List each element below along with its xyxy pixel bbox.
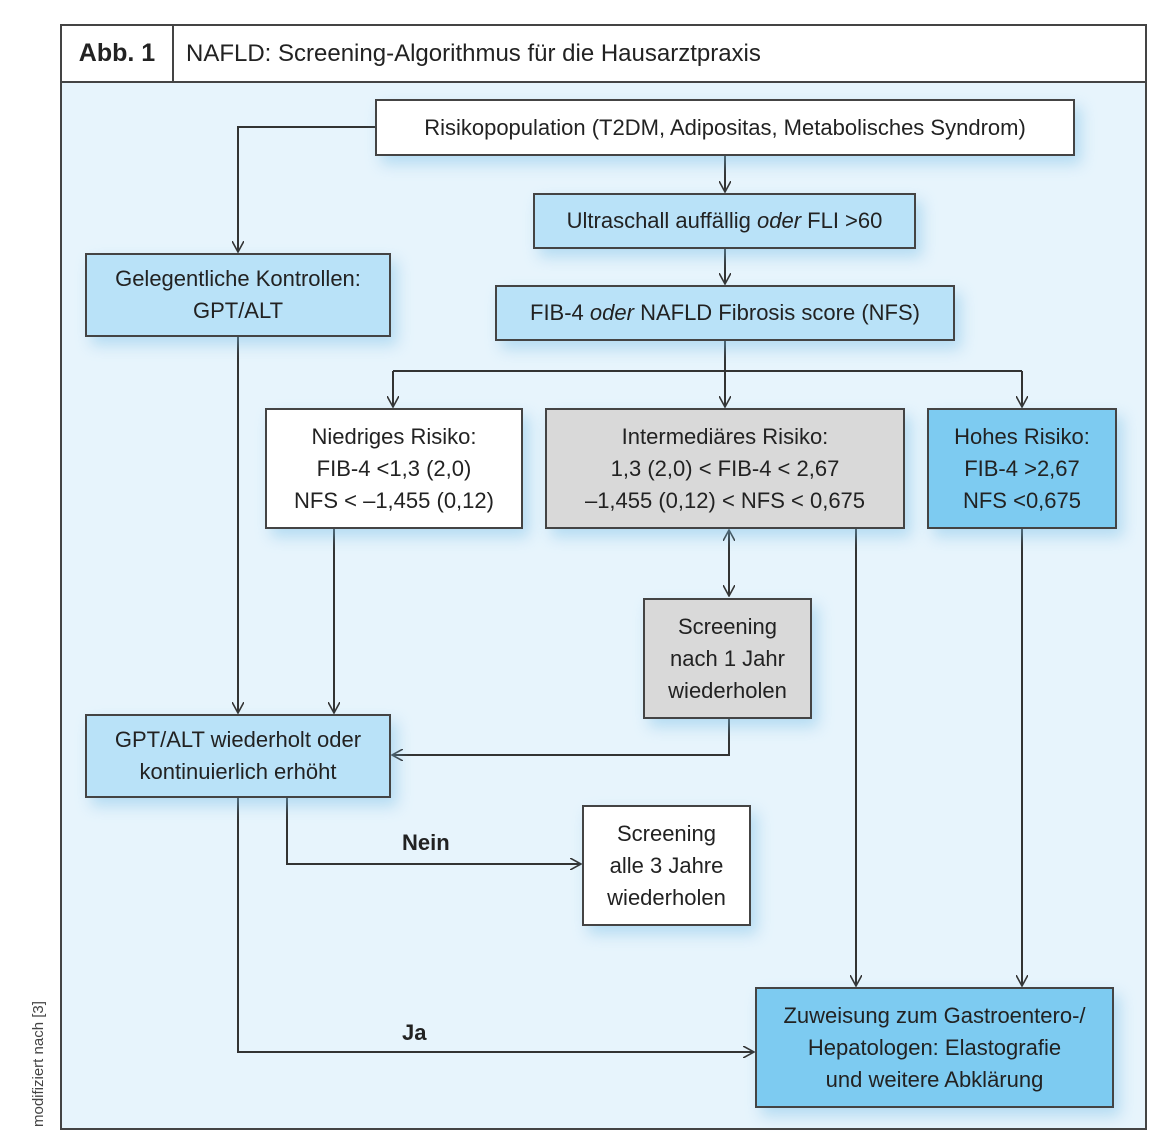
node-text: Ultraschall auffällig oder FLI >60	[567, 205, 883, 237]
edge-screening1y-to-gpt	[392, 718, 730, 755]
text-emphasis: oder	[589, 300, 634, 325]
node-text: Zuweisung zum Gastroentero-/	[783, 1002, 1086, 1028]
node-low-risk: Niedriges Risiko: FIB-4 <1,3 (2,0) NFS <…	[265, 408, 523, 529]
node-text: –1,455 (0,12) < NFS < 0,675	[584, 487, 866, 513]
node-high-risk: Hohes Risiko: FIB-4 >2,67 NFS <0,675	[927, 408, 1117, 529]
text-part: NAFLD Fibrosis score (NFS)	[633, 300, 920, 325]
text-part: FIB-4	[530, 300, 590, 325]
node-intermediate-risk: Intermediäres Risiko: 1,3 (2,0) < FIB-4 …	[545, 408, 905, 529]
node-text: 1,3 (2,0) < FIB-4 < 2,67	[610, 455, 840, 481]
node-text: Niedriges Risiko:	[311, 423, 477, 449]
node-risk-population: Risikopopulation (T2DM, Adipositas, Meta…	[375, 99, 1075, 156]
node-referral: Zuweisung zum Gastroentero-/ Hepatologen…	[755, 987, 1114, 1108]
text-part: FLI >60	[801, 208, 883, 233]
node-text: nach 1 Jahr	[670, 645, 785, 671]
node-text: NFS <0,675	[962, 487, 1081, 513]
node-ultrasound: Ultraschall auffällig oder FLI >60	[533, 193, 916, 249]
text-part: Ultraschall auffällig	[566, 208, 757, 233]
node-screening-3-years: Screening alle 3 Jahre wiederholen	[582, 805, 751, 926]
node-text: Intermediäres Risiko:	[621, 423, 829, 449]
edge-label-yes: Ja	[402, 1020, 427, 1045]
node-text: GPT/ALT wiederholt oder	[114, 727, 362, 752]
node-text: wiederholen	[668, 677, 787, 703]
node-text: Risikopopulation (T2DM, Adipositas, Meta…	[424, 114, 1026, 140]
text-emphasis: oder	[756, 208, 802, 233]
node-text: FIB-4 <1,3 (2,0)	[316, 455, 472, 481]
source-note: modifiziert nach [3]	[30, 1001, 47, 1127]
edge-gpt-no	[286, 797, 581, 864]
edge-label-no: Nein	[402, 830, 450, 855]
figure-number: Abb. 1	[62, 26, 174, 81]
node-text: Screening	[677, 613, 778, 639]
node-text: Hohes Risiko:	[954, 423, 1090, 449]
node-occasional-controls: Gelegentliche Kontrollen: GPT/ALT	[85, 253, 391, 337]
node-text: FIB-4 >2,67	[964, 455, 1080, 481]
node-text: Hepatologen: Elastografie	[807, 1034, 1062, 1060]
node-text: GPT/ALT	[192, 298, 284, 323]
edge-risk-to-occasional	[238, 126, 375, 252]
figure-header: Abb. 1 NAFLD: Screening-Algorithmus für …	[60, 24, 1147, 83]
node-text: Gelegentliche Kontrollen:	[115, 266, 361, 291]
node-text: NFS < –1,455 (0,12)	[294, 487, 494, 513]
node-fib4-nfs: FIB-4 oder NAFLD Fibrosis score (NFS)	[495, 285, 955, 341]
figure-title: NAFLD: Screening-Algorithmus für die Hau…	[186, 40, 761, 67]
node-text: FIB-4 oder NAFLD Fibrosis score (NFS)	[530, 297, 920, 329]
node-screening-1-year: Screening nach 1 Jahr wiederholen	[643, 598, 812, 719]
node-gpt-elevated: GPT/ALT wiederholt oder kontinuierlich e…	[85, 714, 391, 798]
node-text: kontinuierlich erhöht	[139, 759, 337, 784]
edge-gpt-yes	[237, 797, 754, 1052]
edge-fib4-split	[393, 340, 1022, 372]
node-text: alle 3 Jahre	[609, 852, 724, 878]
node-text: wiederholen	[607, 884, 726, 910]
node-text: und weitere Abklärung	[825, 1066, 1044, 1092]
node-text: Screening	[616, 820, 717, 846]
